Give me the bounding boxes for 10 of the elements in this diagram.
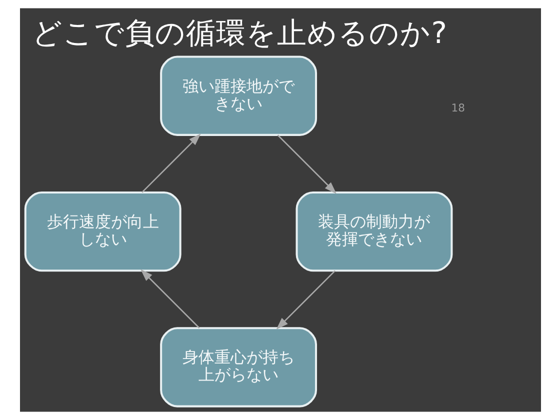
arrow — [276, 270, 335, 330]
arrow — [140, 269, 200, 328]
label: 18 — [450, 102, 464, 115]
node-box: 装具の制動力が発揮できない — [295, 191, 452, 272]
arrow — [141, 134, 200, 193]
node-box: 強い踵接地ができない — [160, 56, 317, 136]
node-box: 身体重心が持ち上がらない — [160, 327, 317, 408]
diagram-title: どこで負の循環を止めるのか? — [32, 14, 446, 50]
arrow — [276, 134, 336, 194]
node-box: 歩行速度が向上しない — [24, 191, 181, 272]
